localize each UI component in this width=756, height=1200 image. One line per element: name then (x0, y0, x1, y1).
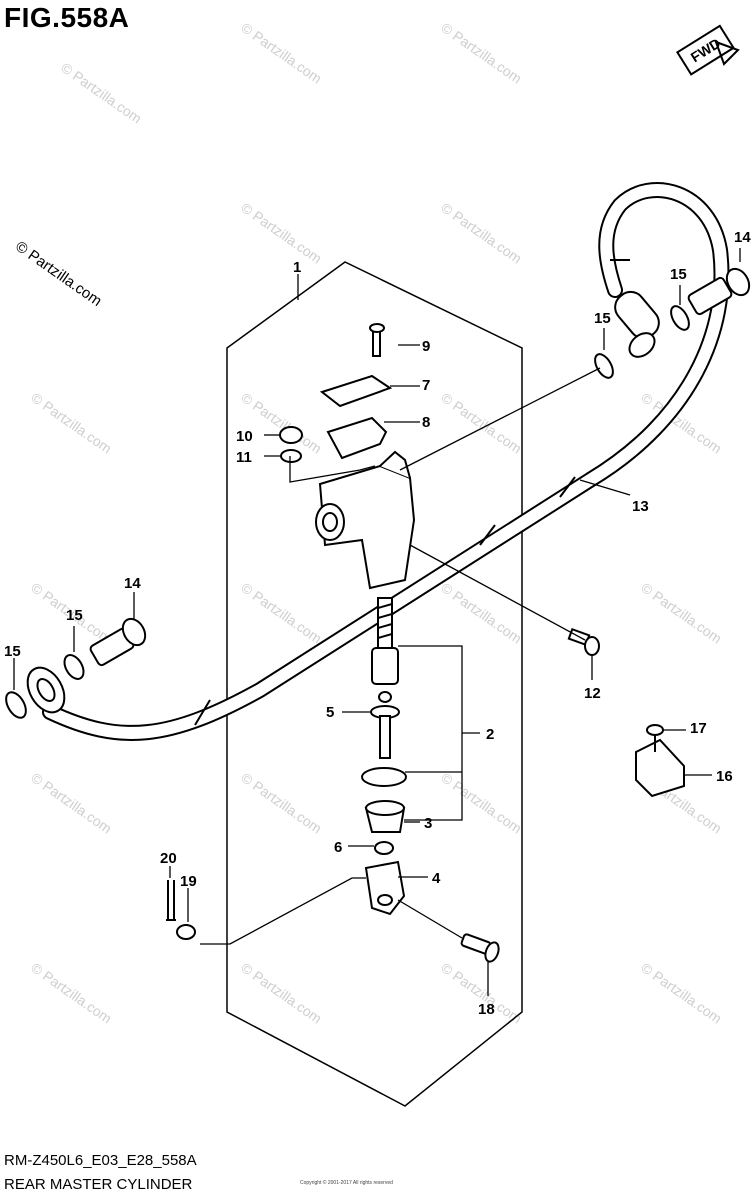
fine-print: Copyright © 2001-2017 All rights reserve… (300, 1180, 393, 1186)
watermark-text: © Partzilla.com (638, 579, 724, 646)
callout-2: 2 (486, 726, 494, 743)
callout-14-lower: 14 (124, 575, 141, 592)
watermark-text: © Partzilla.com (58, 59, 144, 126)
callout-11: 11 (236, 449, 252, 466)
watermark-text: © Partzilla.com (238, 579, 324, 646)
banjo-fitting-upper (614, 290, 660, 358)
callout-18: 18 (478, 1001, 495, 1018)
hose-clamp (635, 724, 685, 798)
piston-assembly (361, 597, 407, 855)
callout-17: 17 (690, 720, 707, 737)
watermark-text: © Partzilla.com (28, 959, 114, 1026)
callout-7: 7 (422, 377, 430, 394)
leader-lines (13, 248, 741, 996)
watermark-text: © Partzilla.com (238, 19, 324, 86)
watermark-text: © Partzilla.com (238, 769, 324, 836)
watermark-text: © Partzilla.com (28, 389, 114, 456)
brake-hose (42, 182, 730, 741)
watermark-text: © Partzilla.com (238, 959, 324, 1026)
watermark-text: © Partzilla.com (438, 389, 524, 456)
watermark-text: © Partzilla.com (438, 579, 524, 646)
watermark-text: © Partzilla.com (438, 199, 524, 266)
callout-19: 19 (180, 873, 197, 890)
callout-12: 12 (584, 685, 601, 702)
callout-6: 6 (334, 839, 342, 856)
clevis-pin (460, 933, 500, 963)
watermark-text: © Partzilla.com (438, 769, 524, 836)
callout-14-upper: 14 (734, 229, 751, 246)
cotter-pin (166, 880, 176, 921)
callout-labels: 1 2 3 4 5 6 7 8 9 10 11 12 13 14 14 15 1… (4, 229, 751, 1018)
callout-9: 9 (422, 338, 430, 355)
diagram-title: REAR MASTER CYLINDER (4, 1176, 193, 1193)
callout-15-c: 15 (66, 607, 83, 624)
watermark-text: © Partzilla.com (238, 389, 324, 456)
master-cylinder-body (315, 450, 416, 590)
callout-15-a: 15 (670, 266, 687, 283)
watermark-text: © Partzilla.com (238, 199, 324, 266)
watermark-text: © Partzilla.com (638, 959, 724, 1026)
diagram-code: RM-Z450L6_E03_E28_558A (4, 1152, 197, 1169)
fwd-arrow-head (714, 40, 740, 66)
banjo-fitting-lower (26, 666, 66, 714)
figure-title: FIG.558A (4, 2, 130, 33)
callout-8: 8 (422, 414, 430, 431)
watermark-text: © Partzilla.com (438, 19, 524, 86)
union-bolt-lower (89, 617, 147, 667)
callout-15-d: 15 (4, 643, 21, 660)
watermark-text: © Partzilla.com (28, 769, 114, 836)
union-bolt-upper (687, 267, 751, 316)
clevis (364, 860, 406, 916)
washer-19 (176, 924, 196, 940)
washers (5, 305, 690, 719)
callout-15-b: 15 (594, 310, 611, 327)
reservoir-parts (279, 323, 393, 463)
callout-1: 1 (293, 259, 301, 276)
callout-20: 20 (160, 850, 177, 867)
callout-5: 5 (326, 704, 334, 721)
callout-13: 13 (632, 498, 649, 515)
callout-3: 3 (424, 815, 432, 832)
assembly-outline (226, 261, 523, 1107)
callout-16: 16 (716, 768, 733, 785)
callout-10: 10 (236, 428, 253, 445)
callout-4: 4 (432, 870, 441, 887)
